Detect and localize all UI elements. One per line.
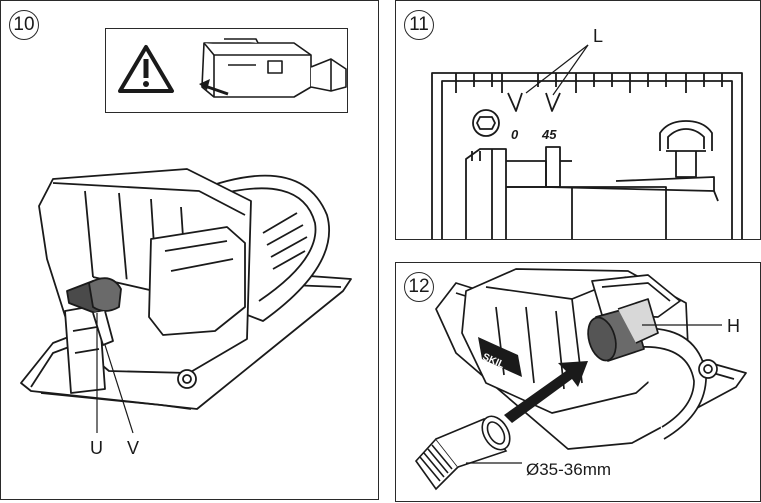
step-number-12: 12 (404, 272, 434, 302)
battery-pack-drawing (201, 38, 347, 98)
step-number-11: 11 (404, 10, 434, 40)
saw-drawing (20, 168, 352, 410)
warning-triangle-icon (118, 45, 174, 93)
callout-line-v (104, 344, 134, 434)
dust-port (587, 298, 659, 362)
dust-extraction-illustration: SKIL (414, 268, 747, 491)
scale-plate-drawing (431, 72, 743, 239)
warning-callout-box (105, 28, 348, 113)
callout-line-l-1 (525, 44, 589, 94)
bevel-scale-illustration (431, 44, 743, 239)
scale-mark-45: 45 (542, 127, 557, 142)
panel-step-11: 11 (395, 0, 761, 240)
label-u: U (90, 438, 103, 458)
bevel-lever (66, 277, 122, 346)
step-number-10: 10 (9, 10, 39, 40)
brand-badge (478, 337, 522, 377)
insert-arrow-icon (199, 79, 229, 96)
scale-mark-0: 0 (511, 127, 519, 142)
label-l: L (593, 26, 604, 46)
label-hose-diameter: Ø35-36mm (526, 460, 612, 479)
panel-step-10: 10 (0, 0, 379, 500)
callout-line-l-2 (552, 44, 589, 96)
panel-step-12: 12 SKIL (395, 262, 761, 502)
battery-insert-illustration (118, 38, 347, 98)
label-h: H (727, 316, 740, 336)
label-v: V (127, 438, 140, 458)
vacuum-hose (414, 415, 511, 491)
bevel-lever-illustration (20, 168, 352, 434)
insert-arrow-icon (504, 361, 588, 423)
